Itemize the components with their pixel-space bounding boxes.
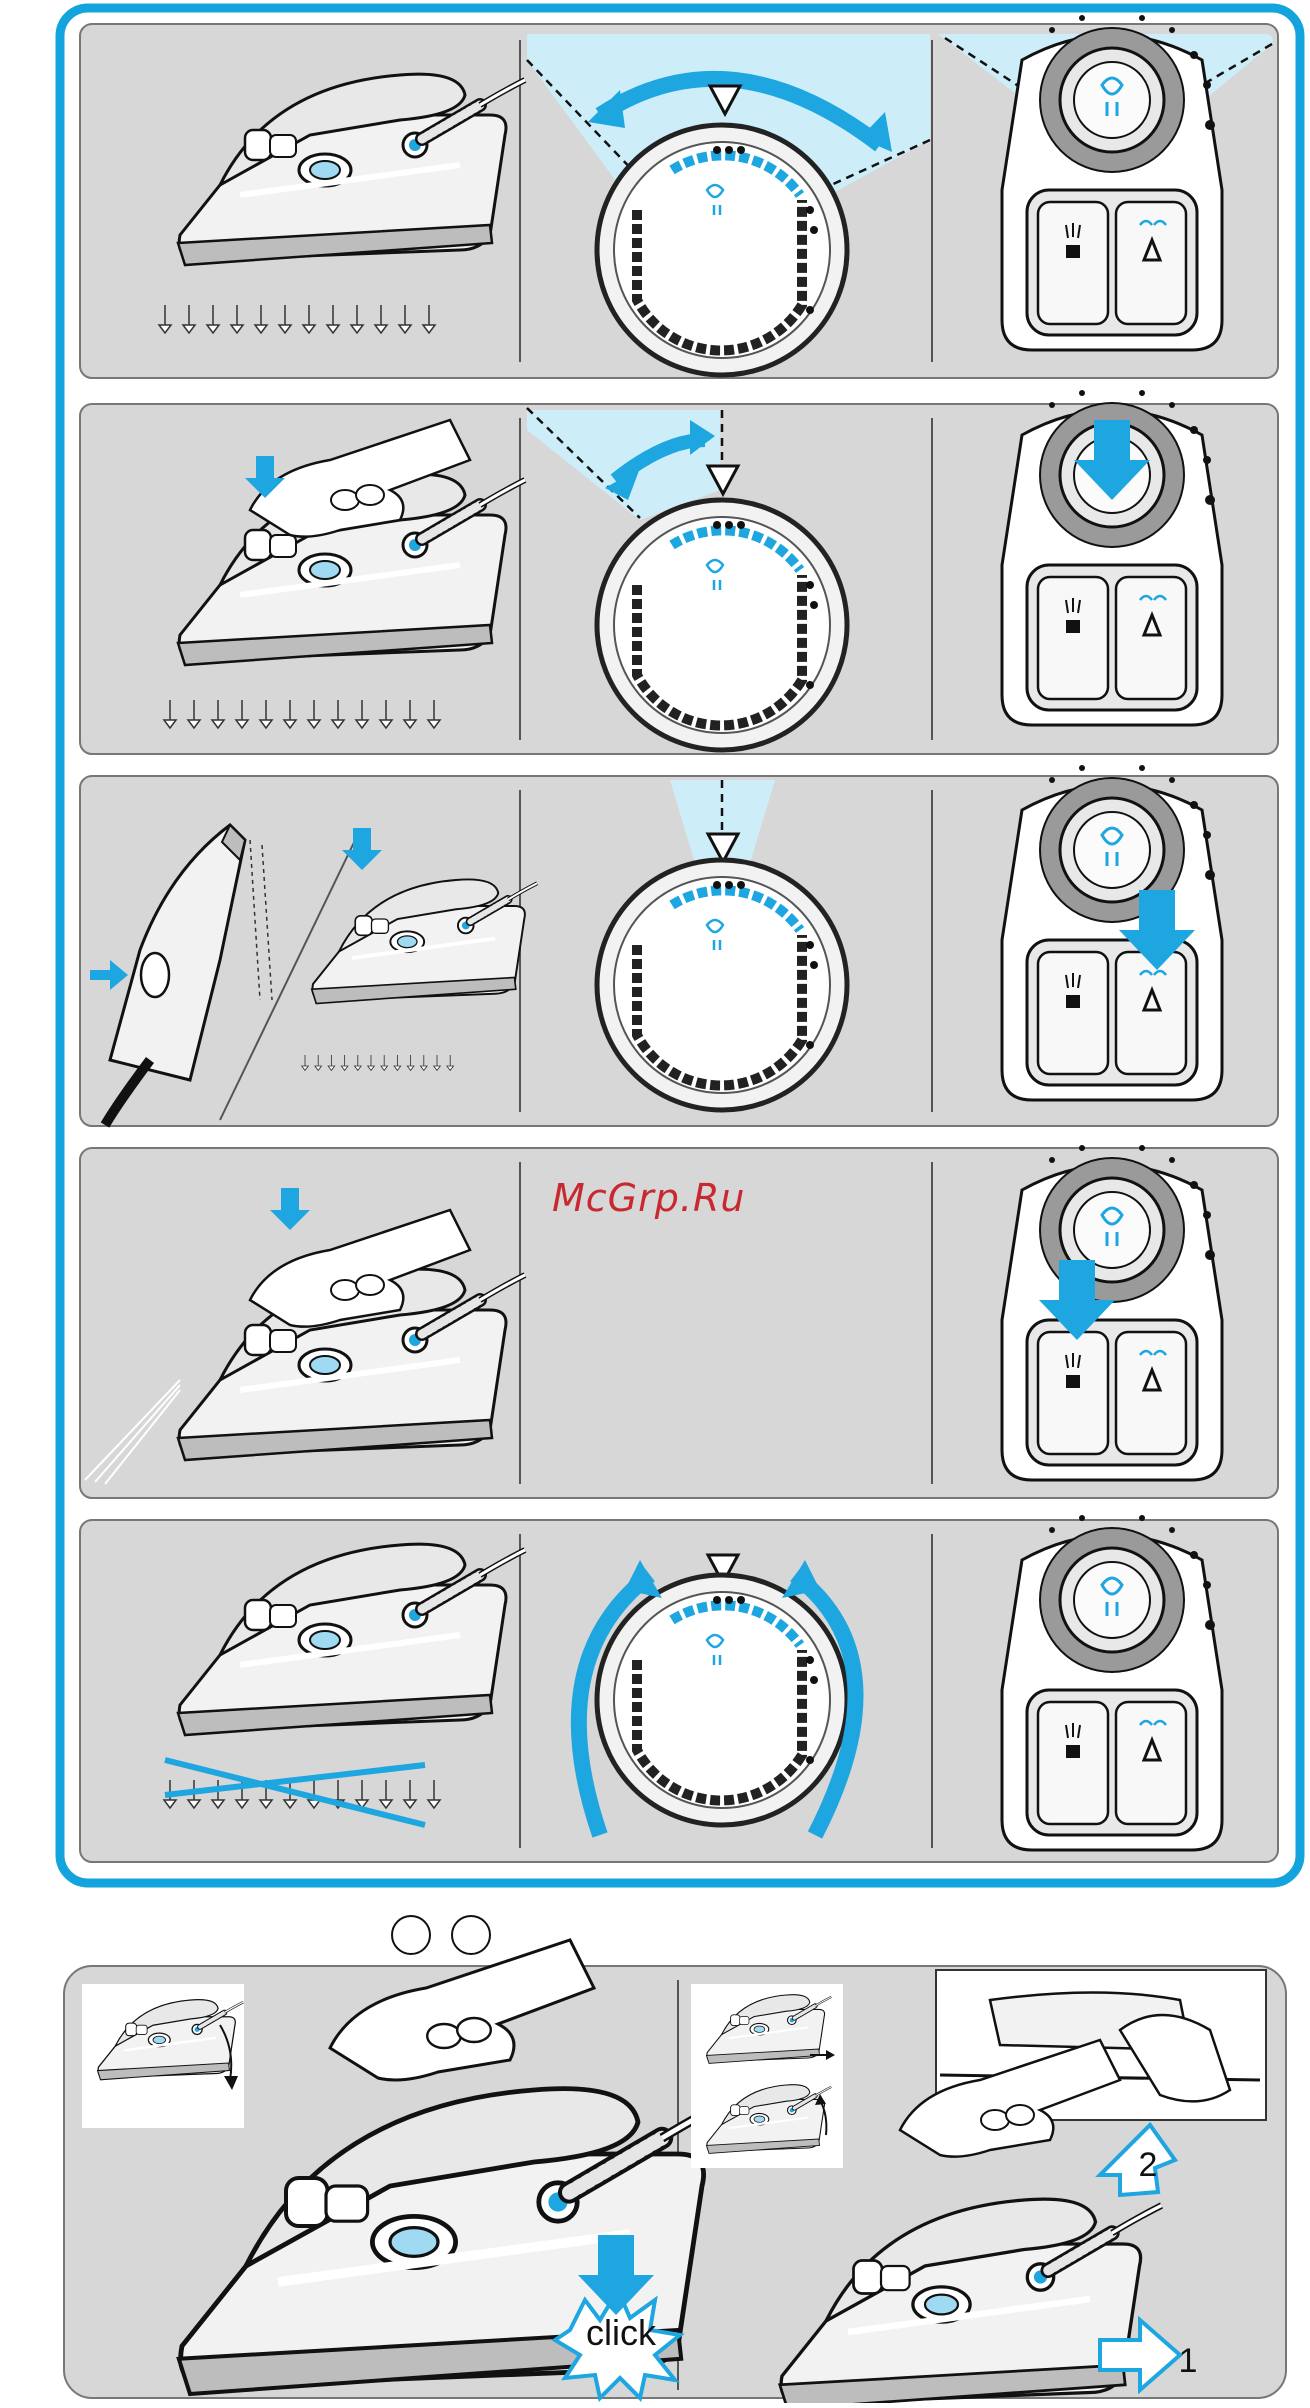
- row-2: [80, 390, 1278, 754]
- temperature-dial: [597, 125, 847, 375]
- watermark-text: McGrp.Ru: [552, 1176, 745, 1220]
- click-label: click: [566, 2312, 676, 2354]
- control-panel: [1002, 1515, 1222, 1850]
- temperature-dial: [597, 1575, 847, 1825]
- control-panel: [1002, 15, 1222, 350]
- step-circle: [452, 1916, 490, 1954]
- temperature-dial: [597, 500, 847, 750]
- control-panel: [1002, 1145, 1222, 1480]
- row-1: [80, 15, 1278, 378]
- row-3: [80, 765, 1278, 1126]
- step-circle: [392, 1916, 430, 1954]
- row-5: [80, 1515, 1278, 1862]
- step-number-1: 1: [1168, 2342, 1208, 2381]
- temperature-dial: [597, 860, 847, 1110]
- step-number-2: 2: [1128, 2146, 1168, 2185]
